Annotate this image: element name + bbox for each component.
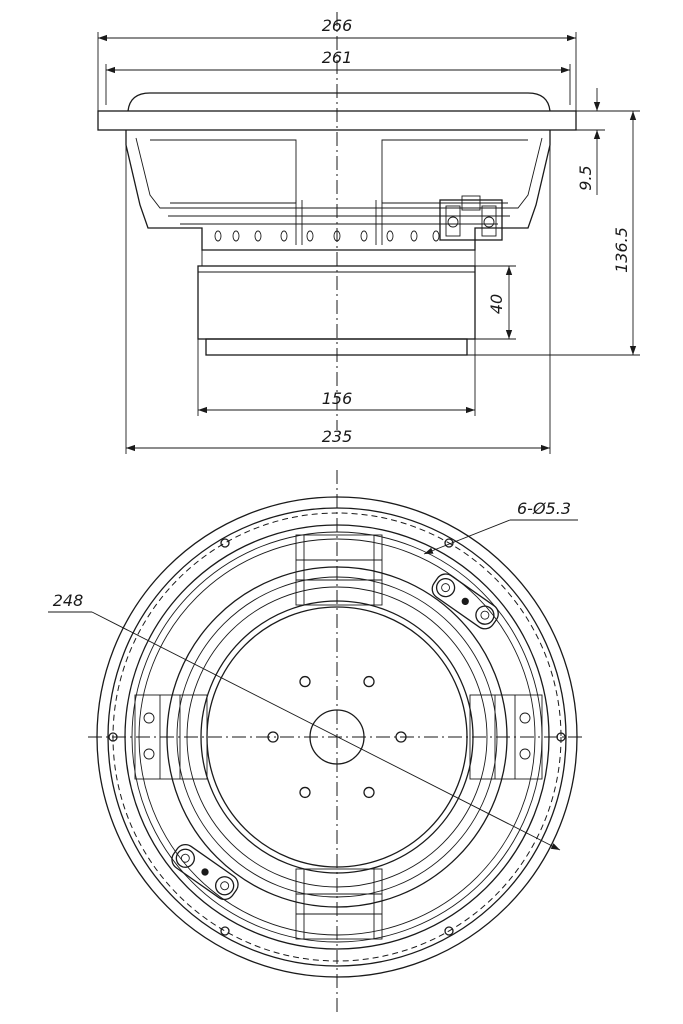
terminal-bottom-left	[171, 843, 239, 901]
vent-hole	[280, 230, 288, 242]
magnet-bolt-holes	[267, 675, 407, 799]
basket-outline	[125, 130, 551, 251]
vent-hole	[214, 230, 222, 242]
dim-flange-diameter: 261	[322, 48, 353, 67]
vent-hole	[232, 230, 240, 242]
dim-bolt-circle: 248	[53, 591, 84, 610]
vent-hole	[306, 230, 314, 242]
terminal-top-right	[431, 573, 499, 630]
dim-magnet-height: 40	[487, 294, 506, 314]
basket-arm-bottom	[295, 868, 383, 940]
dim-frame-diameter: 235	[322, 427, 353, 446]
vent-hole	[360, 230, 368, 242]
magnet-bolt-hole	[363, 675, 375, 688]
vent-hole	[432, 230, 440, 242]
front-view: 248 6-Ø5.3	[48, 470, 586, 1015]
magnet-bolt-hole	[299, 786, 311, 799]
terminal-block	[439, 195, 503, 241]
vent-hole	[386, 230, 394, 242]
basket-window-right	[381, 139, 528, 204]
magnet-bolt-hole	[363, 786, 375, 799]
dim-flange-thickness: 9.5	[576, 165, 595, 190]
mounting-hole	[220, 538, 230, 548]
gasket-outline	[127, 92, 551, 112]
dim-overall-diameter: 266	[322, 16, 353, 35]
side-view: 266 261 9.5 136.5 40 156 235	[97, 12, 640, 454]
dim-total-depth: 136.5	[612, 227, 631, 273]
basket-window-left	[150, 139, 297, 204]
vent-hole	[410, 230, 418, 242]
basket-arm-top	[295, 534, 383, 606]
dim-mounting-holes: 6-Ø5.3	[517, 499, 571, 518]
mounting-hole	[444, 926, 454, 936]
mounting-hole	[220, 926, 230, 936]
vent-hole	[254, 230, 262, 242]
basket-inner-outline	[135, 137, 543, 209]
dim-magnet-diameter: 156	[322, 389, 353, 408]
magnet-bolt-hole	[299, 675, 311, 688]
vent-holes	[214, 230, 440, 242]
